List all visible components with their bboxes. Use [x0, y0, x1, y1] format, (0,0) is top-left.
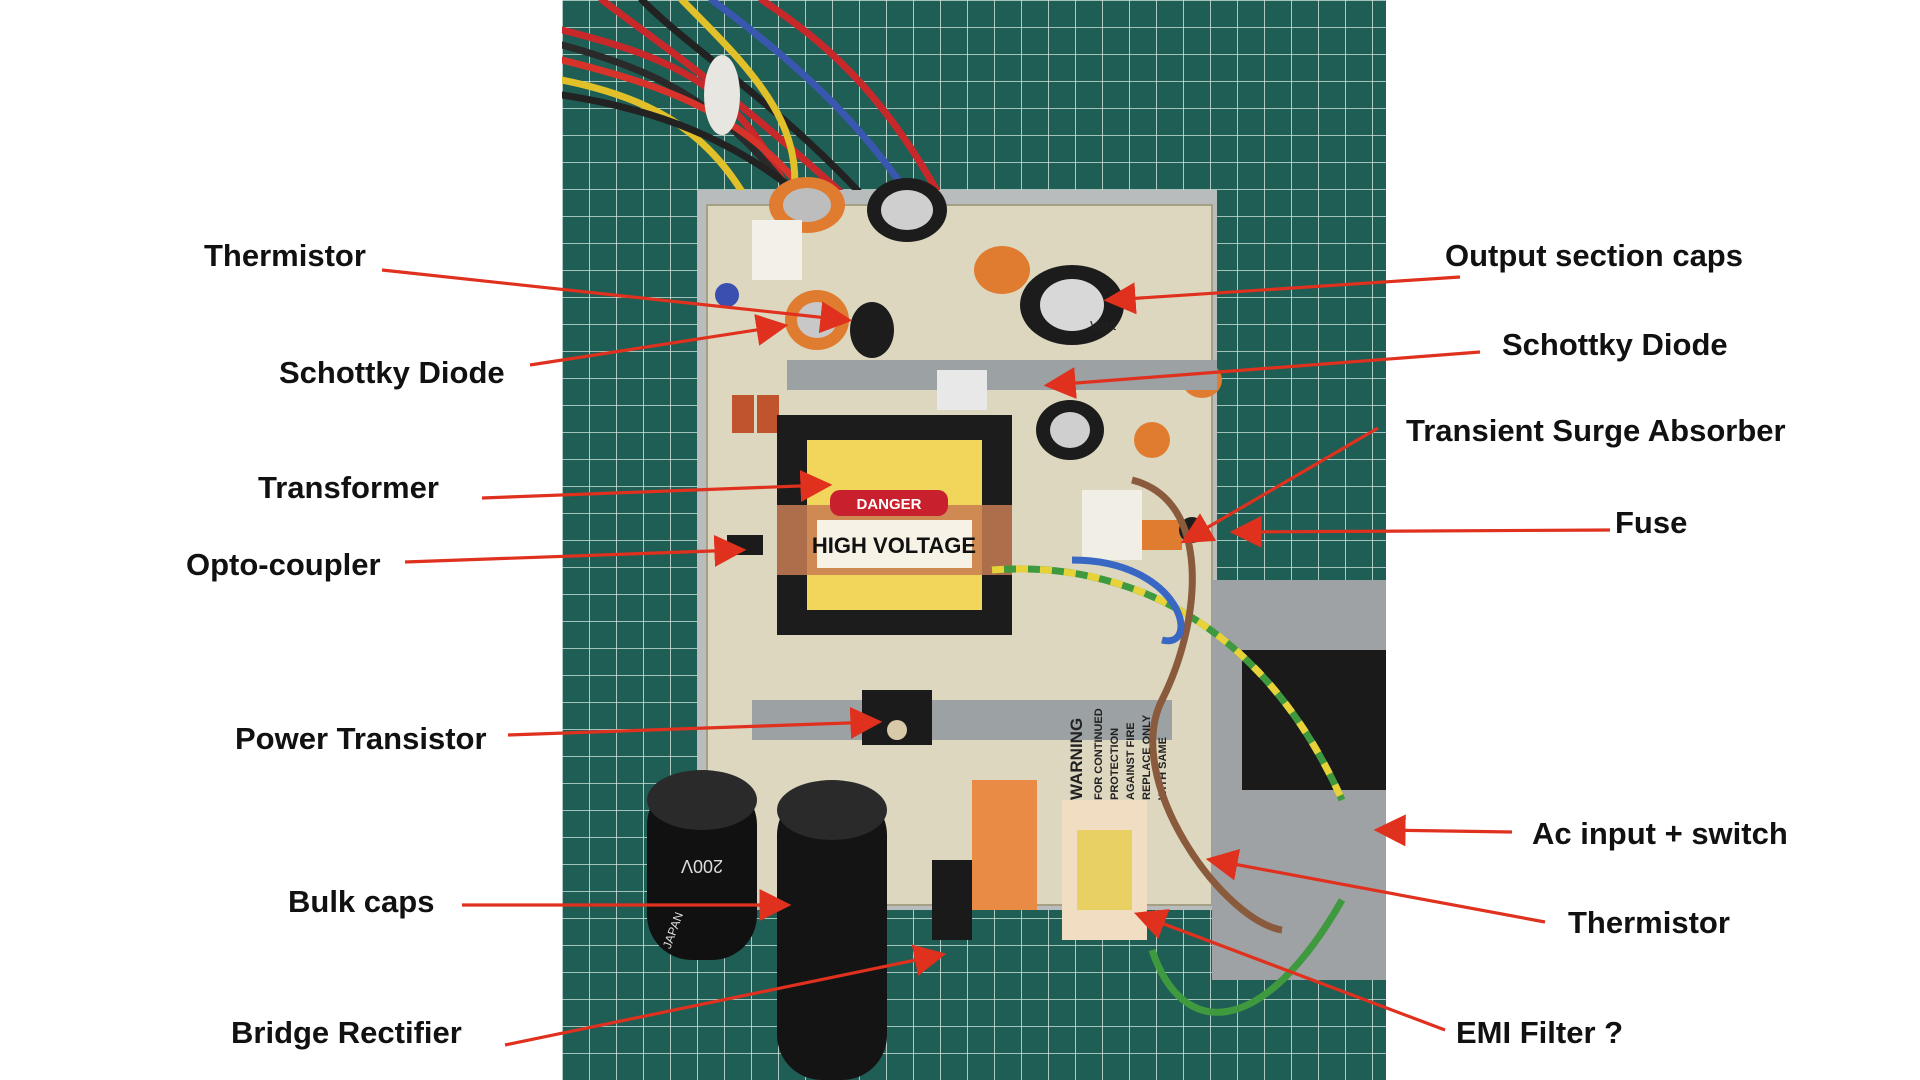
- label-bulk-caps: Bulk caps: [288, 884, 435, 919]
- high-voltage-sticker-text: HIGH VOLTAGE: [812, 533, 976, 558]
- bridge-rectifier-package: [932, 860, 972, 940]
- label-emi-filter: EMI Filter ?: [1456, 1015, 1624, 1050]
- warning-line: FOR CONTINUED: [1093, 708, 1105, 800]
- ac-socket: [1242, 650, 1386, 790]
- warning-line: AGAINST FIRE: [1125, 722, 1137, 800]
- x-capacitor: [972, 780, 1037, 910]
- white-block: [752, 220, 802, 280]
- label-opto-coupler: Opto-coupler: [186, 547, 381, 582]
- upper-heatsink: [787, 360, 1217, 390]
- label-transient-surge-absorber: Transient Surge Absorber: [1406, 413, 1786, 448]
- warning-title: WARNING: [1067, 718, 1086, 800]
- arrow-ac-input: [1373, 814, 1513, 847]
- vent-marking: Vent: [1090, 318, 1116, 333]
- label-schottky-diode-left: Schottky Diode: [279, 355, 505, 390]
- label-thermistor-top: Thermistor: [204, 238, 366, 273]
- label-output-section-caps: Output section caps: [1445, 238, 1743, 273]
- connector: [1082, 490, 1142, 560]
- cap-voltage-marking: 200V: [681, 856, 723, 876]
- power-supply-board-photo: Vent DANGER HIGH VOLTAGE WARNING FOR CON…: [562, 0, 1386, 1080]
- label-bridge-rectifier: Bridge Rectifier: [231, 1015, 462, 1050]
- label-fuse: Fuse: [1615, 505, 1688, 540]
- schottky-diode-package: [937, 370, 987, 410]
- warning-line: PROTECTION: [1109, 728, 1121, 800]
- label-thermistor-bottom: Thermistor: [1568, 905, 1730, 940]
- label-transformer: Transformer: [258, 470, 439, 505]
- label-ac-input-switch: Ac input + switch: [1532, 816, 1788, 851]
- cable-clip: [704, 55, 740, 135]
- opto-coupler-package: [727, 535, 763, 555]
- label-schottky-diode-right: Schottky Diode: [1502, 327, 1728, 362]
- danger-sticker-text: DANGER: [856, 496, 921, 513]
- label-power-transistor: Power Transistor: [235, 721, 487, 756]
- transformer: DANGER HIGH VOLTAGE: [777, 415, 1012, 635]
